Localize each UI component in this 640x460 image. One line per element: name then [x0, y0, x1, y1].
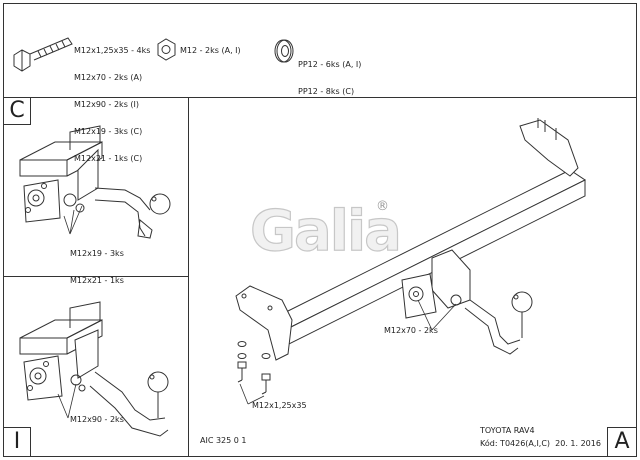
brand-logo: Galia [249, 198, 402, 264]
panel-a-callout-m12x125: M12x1,25x35 [252, 401, 307, 410]
panel-i-callout: M12x90 - 2ks [70, 415, 124, 424]
callout-leaders [57, 205, 457, 419]
nut-spec: M12 - 2ks (A, I) [180, 46, 241, 55]
bolt-spec-lines: M12x1,25x35 - 4ks M12x70 - 2ks (A) M12x9… [74, 28, 150, 181]
panel-i-label: I [3, 427, 31, 457]
nut-icon [157, 38, 176, 61]
bolt-spec-line: M12x70 - 2ks (A) [74, 73, 143, 82]
hitch-detail-c [19, 125, 171, 239]
vehicle-name: TOYOTA RAV4 [480, 426, 535, 435]
washer-icon [274, 39, 294, 63]
panel-c-callouts: M12x19 - 3ks M12x21 - 1ks [70, 231, 124, 303]
svg-text:Galia: Galia [250, 199, 400, 264]
bolt-spec-line: M12x1,25x35 - 4ks [74, 46, 151, 55]
bolt-spec-line: M12x21 - 1ks (C) [74, 154, 143, 163]
callout-text: M12x21 - 1ks [70, 276, 124, 285]
panel-a [188, 97, 637, 457]
drawing-number: AIC 325 0 1 [200, 436, 247, 445]
hitch-detail-i [19, 301, 169, 437]
towbar-assembly-a [235, 118, 586, 395]
bolt-icon [13, 37, 73, 72]
washer-spec-line: PP12 - 8ks (C) [298, 87, 355, 96]
code-date: Kód: T0426(A,I,C) 20. 1. 2016 [480, 439, 601, 448]
callout-text: M12x19 - 3ks [70, 249, 124, 258]
bolt-spec-line: M12x90 - 2ks (I) [74, 100, 140, 109]
washer-spec-line: PP12 - 6ks (A, I) [298, 60, 362, 69]
panel-a-callout-m12x70: M12x70 - 2ks [384, 326, 438, 335]
washer-spec-lines: PP12 - 6ks (A, I) PP12 - 8ks (C) [298, 42, 361, 114]
registered-mark: ® [376, 199, 389, 214]
bolt-spec-line: M12x19 - 3ks (C) [74, 127, 143, 136]
panel-c-label: C [3, 97, 31, 125]
panel-a-label: A [607, 427, 637, 457]
